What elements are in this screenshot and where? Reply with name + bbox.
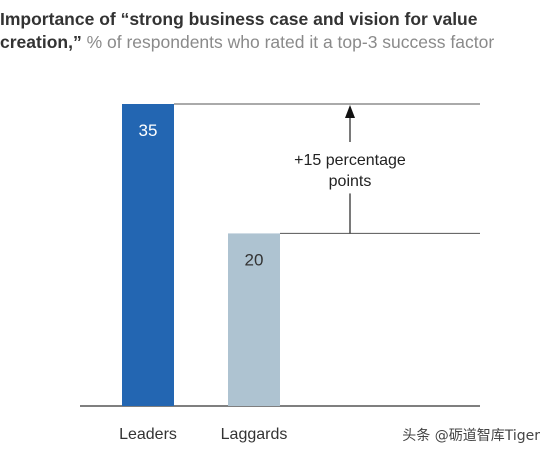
- value-label-leaders: 35: [139, 121, 158, 140]
- chart-title-strong: Importance of “strong business case and …: [0, 9, 478, 52]
- category-label-leaders: Leaders: [119, 426, 177, 443]
- difference-annotation-line2: points: [329, 173, 372, 190]
- chart-subtitle: % of respondents who rated it a top-3 su…: [86, 32, 495, 52]
- arrow-up-icon: [345, 105, 355, 118]
- bar-laggards: [228, 233, 280, 406]
- category-label-laggards: Laggards: [221, 426, 288, 443]
- difference-annotation-line1: +15 percentage: [294, 152, 406, 169]
- bar-leaders: [122, 104, 174, 406]
- watermark: 头条 @砺道智库Tiger: [402, 428, 540, 444]
- chart-title: Importance of “strong business case and …: [0, 8, 540, 54]
- value-label-laggards: 20: [245, 250, 264, 269]
